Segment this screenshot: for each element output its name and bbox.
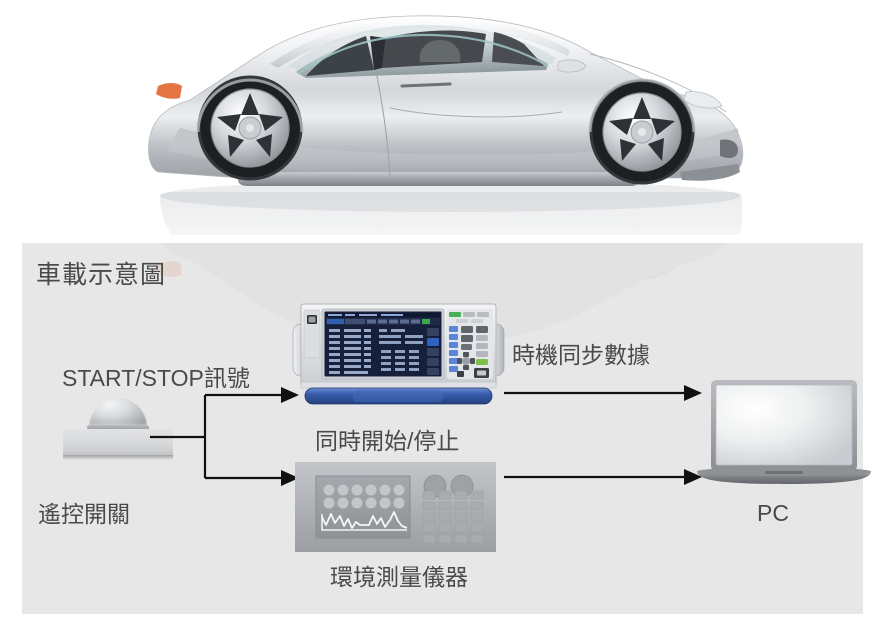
remote-switch-shadow — [63, 455, 173, 460]
hero-car-image — [120, 0, 780, 235]
label-environment-meter: 環境測量儀器 — [330, 564, 468, 590]
env-keypad-grid — [422, 490, 484, 544]
remote-switch-dome-lip — [87, 425, 149, 430]
label-remote-switch: 遙控開關 — [38, 501, 130, 527]
label-simultaneous-start-stop: 同時開始/停止 — [315, 428, 460, 454]
logger-keypad — [447, 309, 493, 379]
arrow-logger-to-pc — [504, 383, 708, 403]
memory-recorder-device — [291, 302, 506, 406]
arrow-env-meter-to-pc — [504, 467, 708, 487]
remote-switch-device — [63, 398, 173, 460]
environment-measuring-instrument — [295, 462, 496, 552]
env-indicator-dots — [323, 484, 405, 509]
remote-switch-base — [63, 429, 173, 457]
label-start-stop-signal: START/STOP訊號 — [62, 365, 250, 391]
label-timing-sync-data: 時機同步數據 — [512, 342, 650, 368]
arrowhead-to-env-meter — [281, 470, 299, 486]
label-pc: PC — [757, 500, 789, 526]
laptop-screen — [715, 384, 853, 466]
signal-branch-connector — [150, 380, 330, 500]
arrowhead-to-logger — [281, 387, 299, 403]
page-title: 車載示意圖 — [36, 261, 167, 289]
screen-menu-selected — [427, 338, 439, 346]
env-waveform — [321, 511, 408, 529]
pc-laptop — [695, 378, 873, 491]
remote-switch-dome-button[interactable] — [89, 398, 147, 427]
